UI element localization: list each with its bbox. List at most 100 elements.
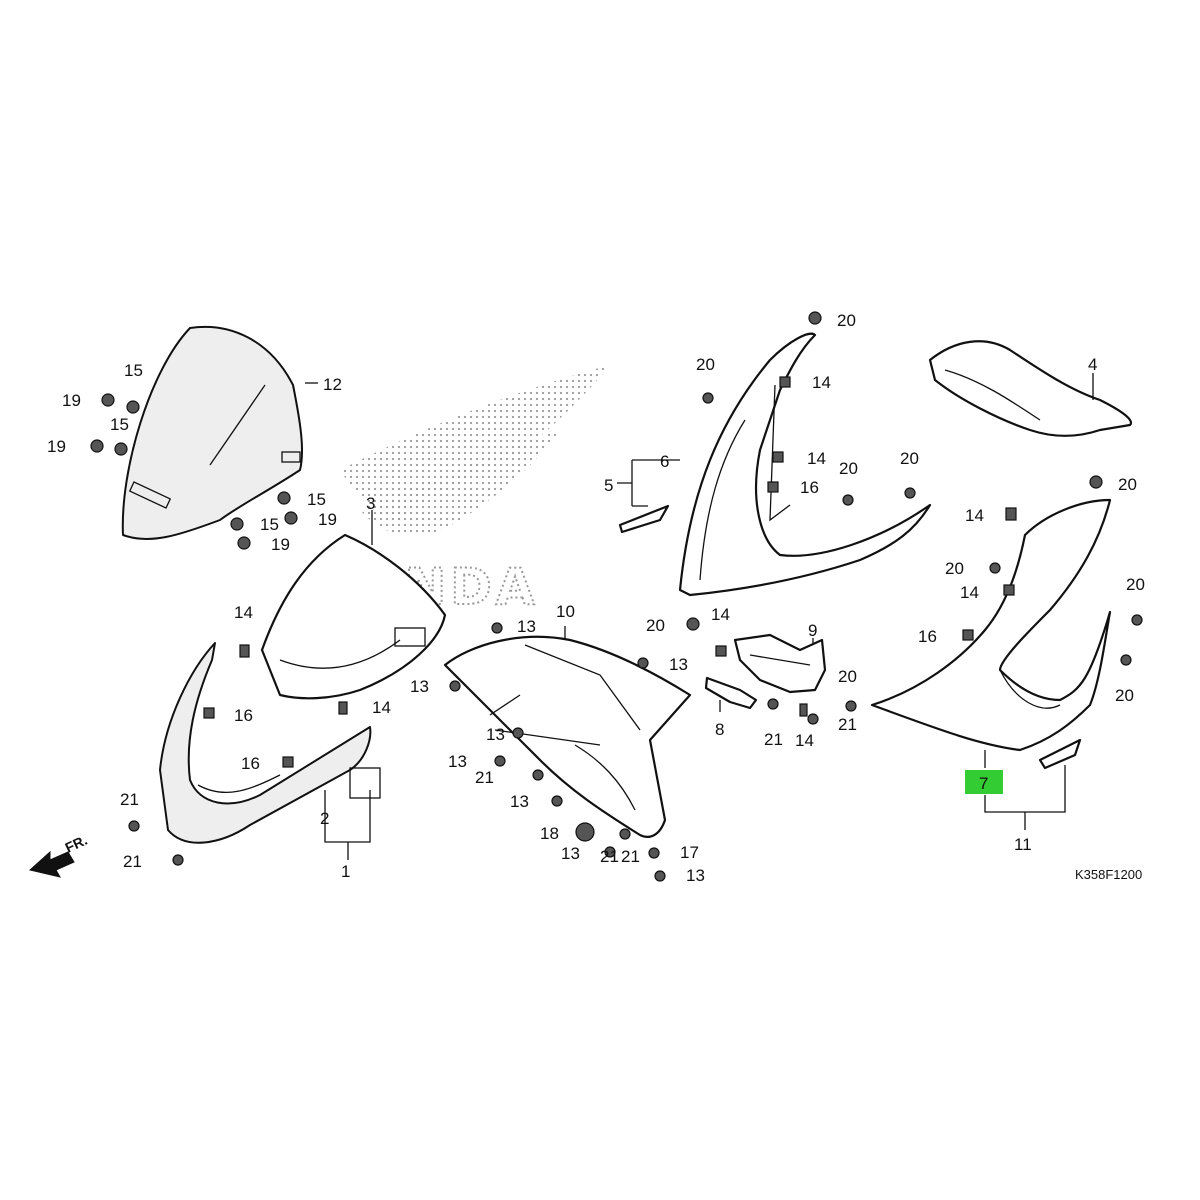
callout-20d: 20 — [900, 449, 919, 468]
callout-13b: 13 — [410, 677, 429, 696]
diagram-code: K358F1200 — [1075, 867, 1142, 882]
callout-21g: 21 — [600, 847, 619, 866]
screw-21e — [767, 698, 779, 710]
callout-20i: 20 — [1126, 575, 1145, 594]
screw-21c — [532, 769, 544, 781]
grommet-18 — [575, 822, 595, 842]
callout-12: 12 — [323, 375, 342, 394]
bolt-20b — [702, 392, 714, 404]
callout-21b: 21 — [123, 852, 142, 871]
bolt-20j — [1120, 654, 1132, 666]
upper-inner-cover-part — [928, 340, 1133, 437]
screw-13a — [491, 622, 503, 634]
callout-10: 10 — [556, 602, 575, 621]
callout-5: 5 — [604, 476, 613, 495]
callout-2: 2 — [320, 809, 329, 828]
callout-14h: 14 — [960, 583, 979, 602]
callout-14f: 14 — [795, 731, 814, 750]
screw-21f — [807, 713, 819, 725]
callout-4: 4 — [1088, 355, 1097, 374]
washer-15c — [277, 491, 291, 505]
bolt-19a — [101, 393, 115, 407]
callout-16c: 16 — [800, 478, 819, 497]
clip-14a — [239, 644, 250, 658]
washer-15d — [230, 517, 244, 531]
callout-13f: 13 — [561, 844, 580, 863]
callout-11: 11 — [1014, 835, 1032, 854]
callout-13a: 13 — [517, 617, 536, 636]
callout-9: 9 — [808, 621, 817, 640]
clip-14d — [772, 451, 784, 463]
clip-14c — [779, 376, 791, 388]
inner-screen-panel-part — [260, 533, 447, 700]
callout-14d: 14 — [807, 449, 826, 468]
clip-16c — [767, 481, 779, 493]
bolt-20e — [686, 617, 700, 631]
bolt-20d — [904, 487, 916, 499]
stay-part — [704, 676, 758, 710]
callout-20g: 20 — [1118, 475, 1137, 494]
screw-13g — [637, 657, 649, 669]
clip-16b — [282, 756, 294, 768]
callout-13h: 13 — [686, 866, 705, 885]
fasteners — [90, 311, 1143, 882]
callout-16a: 16 — [234, 706, 253, 725]
callout-20c: 20 — [839, 459, 858, 478]
bolt-20h — [989, 562, 1001, 574]
callout-1: 1 — [341, 862, 350, 881]
callout-13g: 13 — [669, 655, 688, 674]
callout-15d: 15 — [260, 515, 279, 534]
clip-14e — [715, 645, 727, 657]
screw-13h — [654, 870, 666, 882]
callout-20b: 20 — [696, 355, 715, 374]
bolt-20f — [845, 700, 857, 712]
callout-13d: 13 — [448, 752, 467, 771]
screw-21d — [619, 828, 631, 840]
clip-14b — [338, 701, 348, 715]
callout-14b: 14 — [372, 698, 391, 717]
front-lower-cover-part — [159, 642, 381, 844]
callout-14g: 14 — [965, 506, 984, 525]
callout-21f: 21 — [838, 715, 857, 734]
emblem-part — [618, 504, 670, 534]
callout-14a: 14 — [234, 603, 253, 622]
callout-17: 17 — [680, 843, 699, 862]
screw-13c — [512, 727, 524, 739]
callout-19c: 19 — [318, 510, 337, 529]
clip-17 — [648, 847, 660, 859]
callout-19a: 19 — [62, 391, 81, 410]
screw-13b — [449, 680, 461, 692]
screw-13f — [604, 846, 616, 858]
bolt-20g — [1089, 475, 1103, 489]
callout-15a: 15 — [124, 361, 143, 380]
bolt-19b — [90, 439, 104, 453]
front-direction-arrow: FR. — [28, 832, 90, 878]
callout-15c: 15 — [307, 490, 326, 509]
callout-18: 18 — [540, 824, 559, 843]
callout-20e: 20 — [646, 616, 665, 635]
callout-20h: 20 — [945, 559, 964, 578]
callout-20j: 20 — [1115, 686, 1134, 705]
callout-15b: 15 — [110, 415, 129, 434]
side-cover-part — [870, 498, 1112, 770]
callout-21e: 21 — [764, 730, 783, 749]
clip-14g — [1005, 507, 1017, 521]
bolt-19c — [284, 511, 298, 525]
clip-16a — [203, 707, 215, 719]
callout-8: 8 — [715, 720, 724, 739]
windscreen-part — [121, 326, 304, 541]
screw-21a — [128, 820, 140, 832]
callout-16b: 16 — [241, 754, 260, 773]
washer-15b — [114, 442, 128, 456]
washer-15a — [126, 400, 140, 414]
callout-20f: 20 — [838, 667, 857, 686]
callout-19d: 19 — [271, 535, 290, 554]
callout-21c: 21 — [475, 768, 494, 787]
bolt-19d — [237, 536, 251, 550]
bolt-20i — [1131, 614, 1143, 626]
leader-lines — [305, 373, 1094, 860]
callout-3: 3 — [366, 494, 375, 513]
clip-16d — [962, 629, 974, 641]
callout-6: 6 — [660, 452, 669, 471]
